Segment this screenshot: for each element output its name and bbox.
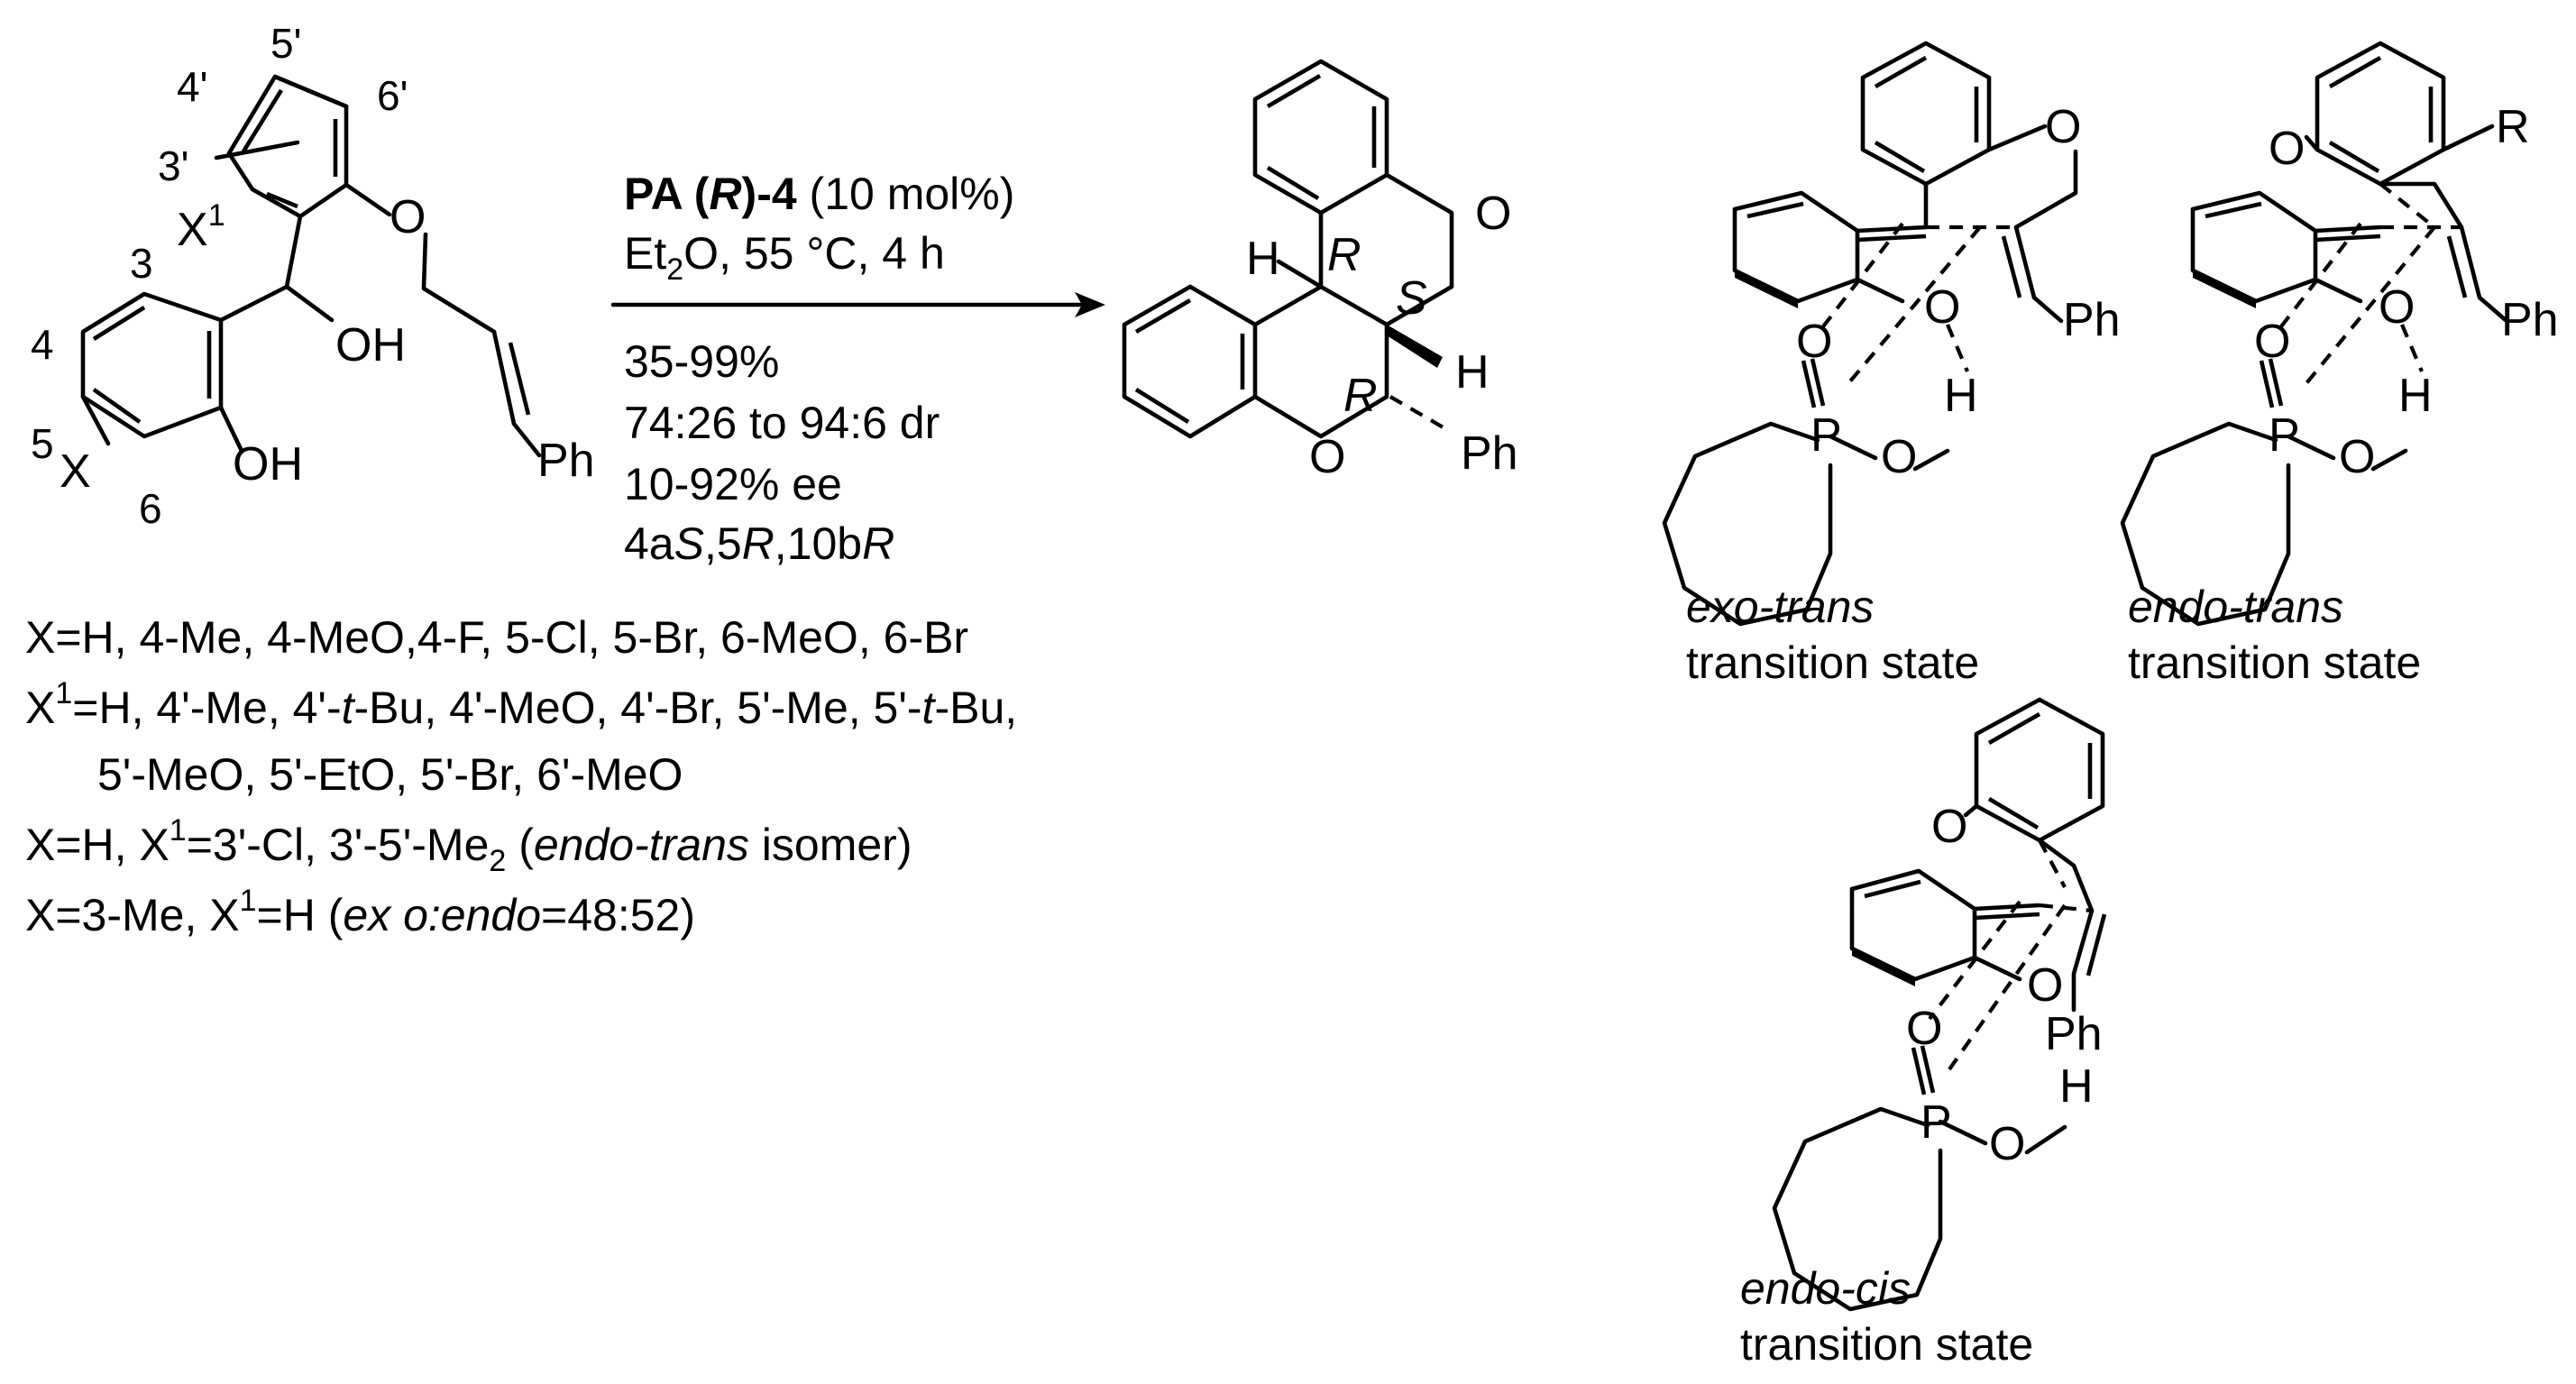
product-h-right: H	[1455, 346, 1490, 399]
x-label: X	[60, 445, 91, 498]
endo-cis-p: P	[1921, 1096, 1952, 1149]
ts-endo-trans: O R O Ph O H P O endo-trans transition s…	[2120, 41, 2559, 688]
substituent-list: X=H, 4-Me, 4-MeO,4-F, 5-Cl, 5-Br, 6-MeO,…	[25, 612, 1017, 940]
substituent-line-5: X=3-Me, X1=H (ex o:endo=48:52)	[25, 884, 695, 940]
product-s-label: S	[1396, 272, 1427, 325]
substituent-line-4: X=H, X1=3'-Cl, 3'-5'-Me2 (endo-trans iso…	[25, 813, 912, 878]
exo-ring-o: O	[2045, 101, 2081, 153]
ring-number-3: 3	[130, 240, 153, 287]
substituent-line-1: X=H, 4-Me, 4-MeO,4-F, 5-Cl, 5-Br, 6-MeO,…	[25, 612, 968, 663]
solvent-text: Et2O, 55 °C, 4 h	[624, 228, 945, 287]
product-o-bottom: O	[1309, 431, 1345, 483]
reactant-ph-label: Ph	[537, 435, 595, 487]
endo-trans-p-oh-o: O	[2339, 431, 2375, 483]
benzylic-oh-label: OH	[335, 319, 406, 371]
catalyst-text: PA (R)-4 (10 mol%)	[624, 169, 1014, 219]
endo-trans-ring-o: O	[2269, 123, 2305, 175]
ether-o-label: O	[390, 191, 426, 243]
endo-cis-p-oh-o: O	[1989, 1118, 2025, 1170]
exo-ph: Ph	[2063, 294, 2121, 346]
reaction-conditions: PA (R)-4 (10 mol%) Et2O, 55 °C, 4 h 35-9…	[624, 169, 1014, 569]
ts-endo-cis: O O Ph H O P O endo-cis transition state	[1740, 697, 2107, 1370]
substituent-line-3: 5'-MeO, 5'-EtO, 5'-Br, 6'-MeO	[97, 749, 683, 800]
endo-trans-r: R	[2496, 101, 2530, 153]
reactant-lower-ring	[80, 291, 224, 439]
stereo-text: 4aS,5R,10bR	[624, 518, 894, 569]
ring-number-4: 4	[31, 321, 54, 368]
yield-text: 35-99%	[624, 336, 779, 387]
reactant-upper-ring	[226, 74, 349, 219]
product-h-top: H	[1246, 233, 1280, 285]
product-r-top: R	[1327, 229, 1361, 281]
endo-trans-p: P	[2269, 409, 2300, 462]
endo-cis-ring-o: O	[1931, 801, 1967, 853]
reaction-arrow	[610, 292, 1105, 317]
ring-number-6: 6	[139, 485, 162, 532]
product-structure: H R S H R O O Ph	[1122, 59, 1518, 483]
endo-cis-enol-o: O	[2027, 959, 2063, 1012]
endo-trans-caption-label: transition state	[2128, 637, 2421, 688]
product-r-bottom: R	[1343, 370, 1378, 422]
endo-cis-caption-label: transition state	[1740, 1319, 2033, 1370]
substituent-line-2: X1=H, 4'-Me, 4'-t-Bu, 4'-MeO, 4'-Br, 5'-…	[25, 676, 1017, 733]
reactant-structure: 5' 4' 6' 3' 3 4 5 6 X1 X OH OH O Ph	[31, 20, 595, 532]
ring-number-5: 5	[31, 420, 54, 467]
endo-cis-ph: Ph	[2045, 1008, 2103, 1060]
endo-trans-h: H	[2398, 370, 2433, 422]
endo-cis-caption-name: endo-cis	[1740, 1263, 1911, 1314]
ring-number-4prime: 4'	[177, 63, 207, 110]
dr-text: 74:26 to 94:6 dr	[624, 398, 940, 448]
ee-text: 10-92% ee	[624, 459, 842, 509]
ring-number-3prime: 3'	[158, 142, 188, 189]
exo-p: P	[1811, 409, 1842, 462]
x1-label: X1	[177, 198, 225, 256]
exo-h: H	[1944, 370, 1978, 422]
exo-trans-caption-name: exo-trans	[1686, 582, 1874, 632]
ts-exo-trans: O O Ph O H P O exo-trans transition stat…	[1662, 41, 2121, 688]
endo-cis-h: H	[2059, 1060, 2094, 1113]
endo-trans-caption-name: endo-trans	[2128, 582, 2343, 632]
phenol-oh-label: OH	[233, 438, 303, 490]
ring-number-6prime: 6'	[377, 72, 408, 119]
product-o-top: O	[1475, 188, 1511, 240]
endo-trans-p-double-o: O	[2254, 316, 2290, 368]
product-ph: Ph	[1461, 427, 1518, 480]
endo-trans-ph: Ph	[2501, 294, 2559, 346]
ring-number-5prime: 5'	[270, 20, 301, 67]
endo-trans-enol-o: O	[2379, 281, 2415, 334]
exo-enol-o: O	[1924, 281, 1960, 334]
endo-cis-p-double-o: O	[1906, 1003, 1942, 1055]
exo-p-double-o: O	[1796, 316, 1832, 368]
exo-trans-caption-label: transition state	[1686, 637, 1979, 688]
exo-p-oh-o: O	[1881, 431, 1917, 483]
